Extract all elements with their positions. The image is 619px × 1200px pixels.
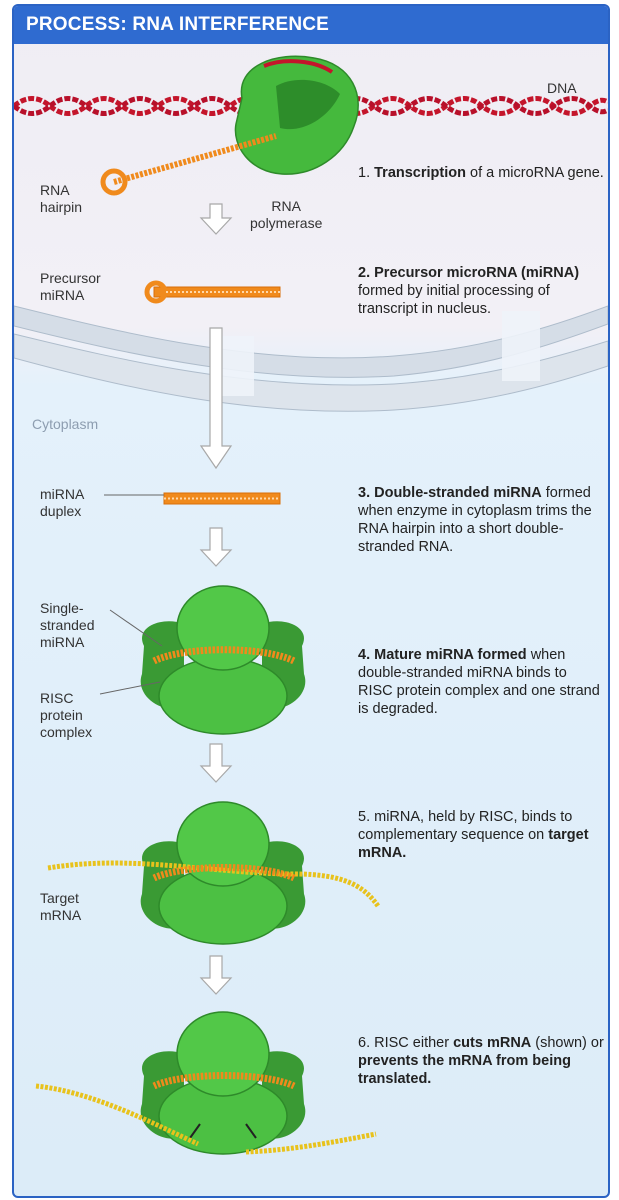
risc-complex-step6 — [35, 1011, 377, 1155]
step-6-number: 6. — [358, 1035, 371, 1051]
target-mrna-label: Target mRNA — [40, 890, 82, 923]
step-5-text: miRNA, held by RISC, binds to complement… — [358, 809, 573, 843]
rna-polymerase-label: RNA polymerase — [250, 198, 323, 231]
rna-hairpin-transcript — [100, 133, 277, 196]
step-4-number: 4. — [358, 647, 371, 663]
step-2: 2. Precursor microRNA (miRNA) formed by … — [358, 264, 604, 318]
dna-label: DNA — [547, 80, 577, 96]
single-stranded-mirna-label: Single- stranded miRNA — [40, 600, 95, 650]
rna-hairpin-label: RNA hairpin — [40, 182, 83, 215]
step-4-bold: Mature miRNA formed — [374, 647, 527, 663]
step-1-number: 1. — [358, 165, 371, 181]
step-4-text: when double-stranded miRNA binds to RISC… — [358, 647, 600, 717]
step-6-bold: cuts mRNA — [453, 1035, 532, 1051]
step-2-bold: Precursor microRNA (miRNA) — [374, 265, 580, 281]
rna-polymerase-blob — [234, 55, 359, 175]
nuclear-envelope — [14, 305, 608, 412]
diagram-title: PROCESS: RNA INTERFERENCE — [26, 14, 330, 35]
step-6-mid-text: (shown) or — [531, 1035, 604, 1051]
step-3-text: formed when enzyme in cytoplasm trims th… — [358, 485, 592, 555]
mirna-duplex-strand — [163, 492, 281, 505]
risc-protein-complex-label: RISC protein complex — [40, 690, 93, 740]
step-5: 5. miRNA, held by RISC, binds to complem… — [358, 808, 604, 862]
step-3-bold: Double-stranded miRNA — [374, 485, 542, 501]
diagram-frame: PROCESS: RNA INTERFERENCE — [12, 4, 610, 1198]
step-6-text: RISC either — [374, 1035, 454, 1051]
step-6-bold-2: prevents the mRNA from being translated. — [358, 1053, 571, 1087]
rnai-illustration — [14, 55, 608, 1155]
title-bar: PROCESS: RNA INTERFERENCE — [14, 6, 608, 44]
cytoplasm-label: Cytoplasm — [32, 416, 99, 432]
precursor-mirna-strand — [144, 280, 281, 304]
step-2-number: 2. — [358, 265, 371, 281]
step-6: 6. RISC either cuts mRNA (shown) or prev… — [358, 1034, 604, 1088]
step-3: 3. Double-stranded miRNA formed when enz… — [358, 484, 604, 556]
step-1: 1. Transcription of a microRNA gene. — [358, 164, 604, 182]
step-2-text: formed by initial processing of transcri… — [358, 283, 550, 317]
risc-complex-step4 — [140, 585, 306, 735]
precursor-mirna-label: Precursor miRNA — [40, 270, 101, 303]
label-leader-lines — [99, 494, 164, 695]
step-5-bold: target mRNA. — [358, 827, 589, 861]
step-1-bold: Transcription — [374, 165, 466, 181]
step-5-number: 5. — [358, 809, 371, 825]
step-4: 4. Mature miRNA formed when double-stran… — [358, 646, 604, 718]
flow-arrows — [199, 203, 233, 995]
risc-complex-step5 — [47, 801, 381, 945]
step-1-text: of a microRNA gene. — [465, 165, 604, 181]
step-3-number: 3. — [358, 485, 371, 501]
mirna-duplex-label: miRNA duplex — [40, 486, 85, 519]
